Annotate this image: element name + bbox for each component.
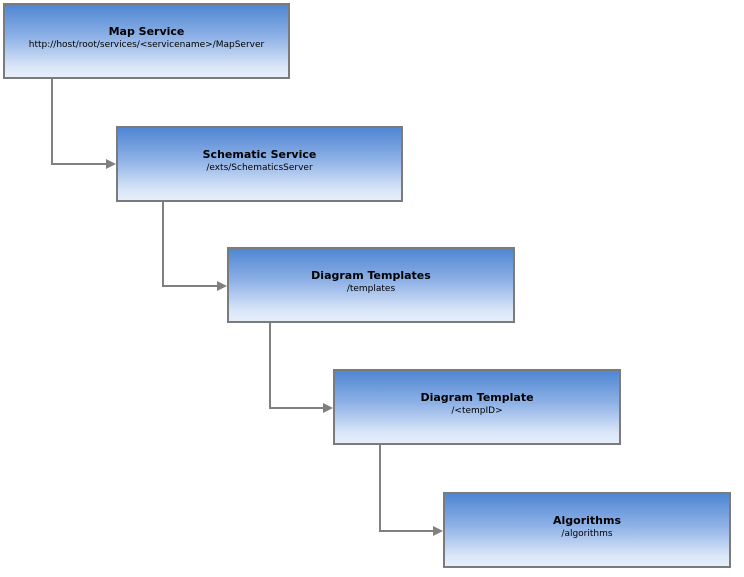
arrowhead bbox=[217, 281, 227, 291]
connector-schematic-to-templates bbox=[162, 202, 227, 291]
arrowhead bbox=[323, 403, 333, 413]
node-map-service: Map Service http://host/root/services/<s… bbox=[3, 3, 290, 79]
node-title: Map Service bbox=[108, 25, 185, 38]
node-path: http://host/root/services/<servicename>/… bbox=[28, 40, 265, 50]
connector-map-to-schematic bbox=[51, 79, 116, 169]
connector-template-to-algorithms bbox=[379, 445, 443, 536]
node-title: Algorithms bbox=[552, 514, 621, 527]
node-path: /exts/SchematicsServer bbox=[206, 163, 313, 173]
connector-templates-to-template bbox=[269, 323, 333, 413]
node-title: Diagram Templates bbox=[311, 269, 431, 282]
arrowhead bbox=[106, 159, 116, 169]
connector-line bbox=[379, 445, 433, 532]
node-schematic-service: Schematic Service /exts/SchematicsServer bbox=[116, 126, 403, 202]
connector-line bbox=[51, 79, 106, 165]
node-diagram-templates: Diagram Templates /templates bbox=[227, 247, 515, 323]
node-title: Diagram Template bbox=[420, 391, 534, 404]
node-algorithms: Algorithms /algorithms bbox=[443, 492, 731, 568]
connector-line bbox=[162, 202, 217, 287]
node-path: /<tempID> bbox=[451, 406, 503, 416]
node-path: /templates bbox=[346, 284, 396, 294]
node-diagram-template: Diagram Template /<tempID> bbox=[333, 369, 621, 445]
node-title: Schematic Service bbox=[202, 148, 317, 161]
arrowhead bbox=[433, 526, 443, 536]
node-path: /algorithms bbox=[561, 529, 613, 539]
connector-line bbox=[269, 323, 323, 409]
